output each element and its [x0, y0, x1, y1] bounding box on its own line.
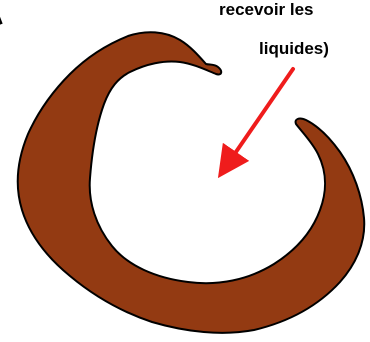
caption-line-2: liquides): [259, 40, 329, 57]
c-shaped-organ: [18, 32, 365, 333]
caption-line-1: recevoir les: [219, 1, 314, 18]
pointer-arrow: [227, 69, 293, 165]
